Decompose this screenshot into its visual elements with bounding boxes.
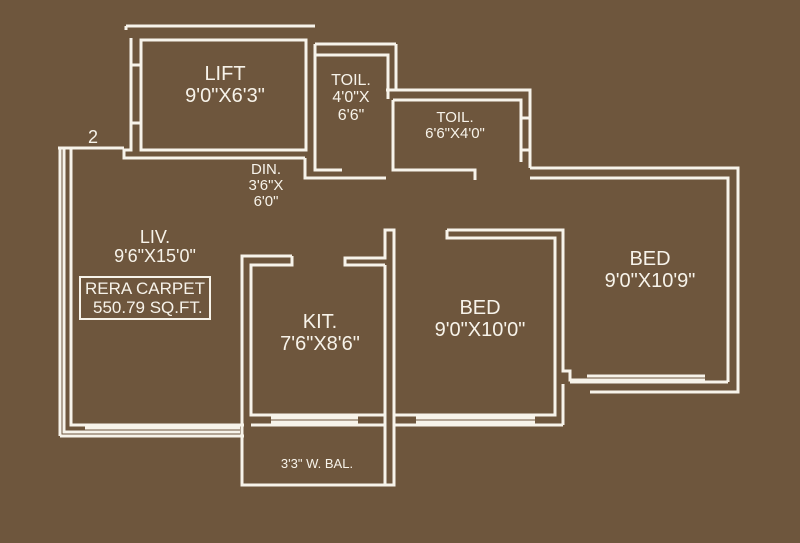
room-label-toilet1: TOIL. 4'0"X 6'6" (318, 72, 384, 124)
room-label-living: LIV. 9'6"X15'0" (80, 227, 230, 267)
room-dimension: 6'0" (253, 193, 279, 211)
rera-carpet-area-box: RERA CARPET 550.79 SQ.FT. (79, 276, 211, 320)
room-dimension: 9'0"X6'3" (185, 84, 265, 107)
room-dimension: 9'0"X10'9" (604, 269, 696, 292)
room-name: BED (629, 248, 671, 270)
toilet2-walls (386, 88, 532, 180)
room-dimension: 4'0"X (332, 89, 370, 107)
room-label-lift: LIFT 9'0"X6'3" (150, 63, 300, 107)
unit-number: 2 (88, 127, 99, 147)
room-label-toilet2: TOIL. 6'6"X4'0" (400, 109, 510, 143)
room-name: TOIL. (436, 109, 474, 126)
bed1-walls (395, 228, 590, 427)
upper-corridor-walls (122, 150, 740, 394)
toilet1-walls (303, 42, 398, 172)
room-name: DIN. (251, 161, 281, 178)
bed2-window (570, 374, 728, 384)
room-name: LIV. (139, 227, 171, 247)
kitchen-walls (240, 228, 396, 487)
room-name: LIFT (204, 63, 246, 85)
living-walls (58, 146, 244, 438)
room-dimension: 9'0"X10'0" (434, 318, 526, 341)
room-label-dining: DIN. 3'6"X 6'0" (238, 161, 294, 211)
room-dimension: 3'6"X (248, 177, 284, 195)
room-label-bed1: BED 9'0"X10'0" (410, 297, 550, 341)
room-name: KIT. (302, 311, 338, 333)
room-dimension: 7'6"X8'6" (280, 332, 360, 355)
room-dimension: 6'6" (337, 106, 365, 124)
room-label-kitchen: KIT. 7'6"X8'6" (260, 311, 380, 355)
rera-area-value: 550.79 SQ.FT. (93, 298, 203, 317)
room-dimension: 9'6"X15'0" (114, 246, 196, 267)
room-dimension: 6'6"X4'0" (425, 125, 485, 143)
rera-label: RERA CARPET (85, 279, 205, 298)
room-name: BED (459, 297, 501, 319)
room-label-balcony: 3'3" W. BAL. (280, 456, 354, 471)
room-name: TOIL. (331, 72, 371, 89)
room-label-bed2: BED 9'0"X10'9" (580, 248, 720, 292)
